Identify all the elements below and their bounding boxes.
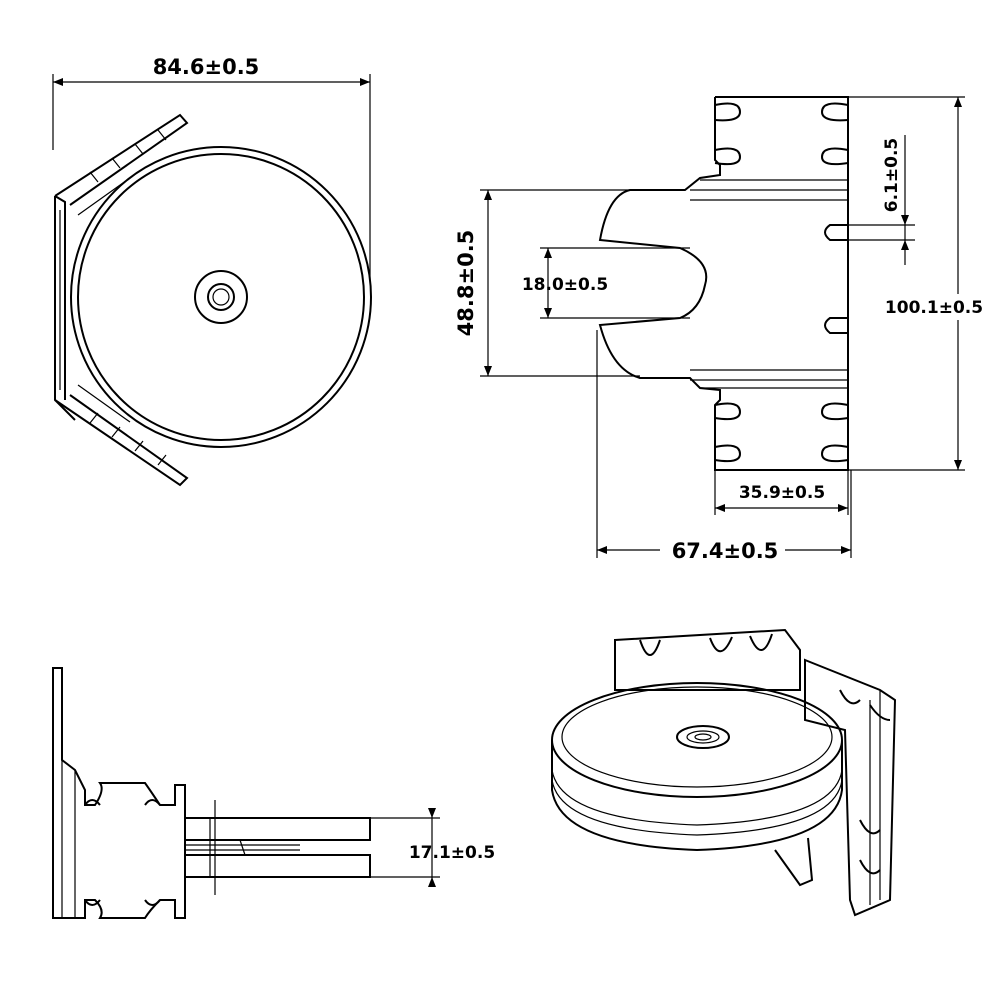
iso-side-plate xyxy=(804,658,897,917)
iso-leg xyxy=(774,837,814,887)
arrow-left xyxy=(53,78,63,86)
hub-mid xyxy=(207,283,235,311)
disc-edge-bottom xyxy=(184,854,371,878)
hub-hole xyxy=(212,288,230,306)
dim-label-84: 84.6±0.5 xyxy=(153,55,260,79)
bracket-upper-arm xyxy=(54,113,189,206)
iso-disc-top xyxy=(551,682,843,798)
dim-label-48: 48.8±0.5 xyxy=(454,230,478,337)
dim-label-6: 6.1±0.5 xyxy=(882,138,902,212)
front-profile xyxy=(52,667,186,919)
hub-outer xyxy=(194,270,248,324)
disc-inner xyxy=(77,153,365,441)
dim-label-35: 35.9±0.5 xyxy=(739,483,825,503)
arrow-right xyxy=(360,78,370,86)
iso-disc-side xyxy=(551,740,843,852)
top-view: 84.6±0.5 xyxy=(52,55,372,487)
bracket-lower-arm xyxy=(54,394,189,487)
side-view: 48.8±0.5 18.0±0.5 6.1±0.5 100.1±0.5 35.9… xyxy=(454,96,988,563)
dim-label-67: 67.4±0.5 xyxy=(672,539,779,563)
isometric-view xyxy=(551,628,897,917)
iso-hub xyxy=(676,725,730,749)
dim-label-18: 18.0±0.5 xyxy=(522,275,608,295)
dim-label-100: 100.1±0.5 xyxy=(885,298,983,318)
bracket-outline xyxy=(598,96,849,471)
disc-outer xyxy=(70,146,372,448)
iso-back-plate xyxy=(614,628,801,691)
front-view: 17.1±0.5 xyxy=(52,667,495,919)
dim-label-17: 17.1±0.5 xyxy=(409,843,495,863)
disc-edge-top xyxy=(184,817,371,841)
